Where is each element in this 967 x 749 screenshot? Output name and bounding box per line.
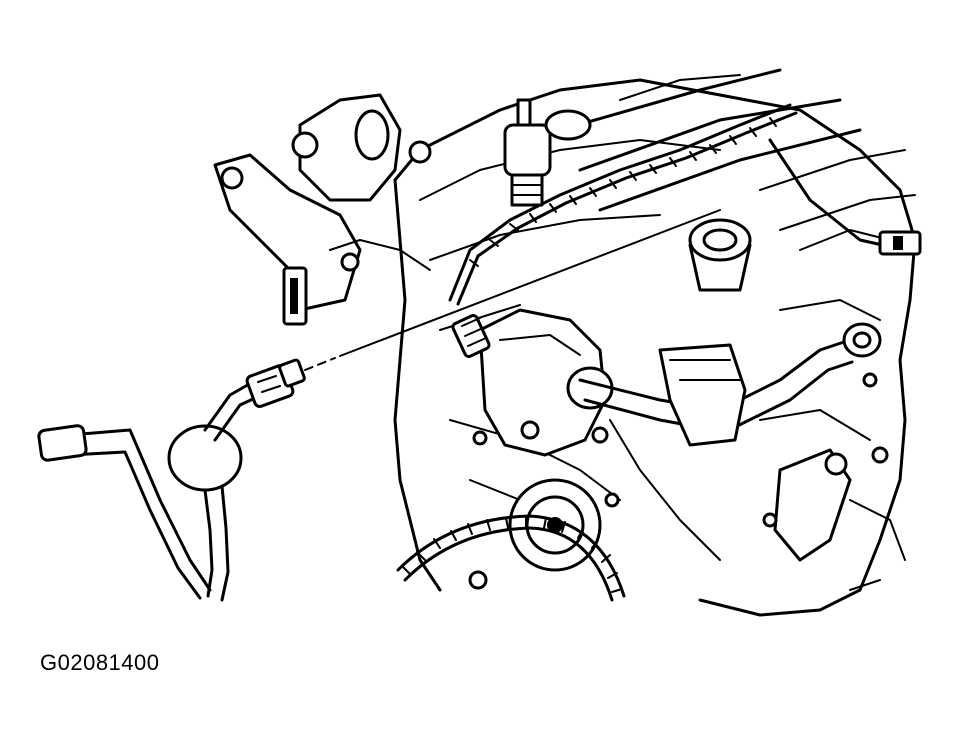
top-sensor: [503, 98, 592, 207]
crankshaft-pulley: [468, 478, 602, 590]
water-pump-housing: [478, 308, 614, 457]
bolts: [340, 140, 889, 528]
coolant-pipe: [578, 322, 882, 434]
installation-leader-line: [304, 209, 721, 371]
oil-filler-neck: [688, 218, 752, 292]
accessory-bracket: [658, 343, 747, 447]
intake-manifold: [558, 68, 916, 231]
figure-code: G02081400: [40, 650, 160, 675]
mounting-bracket: [213, 93, 431, 326]
lower-right-bracket: [773, 448, 906, 591]
sensor-port: [451, 314, 491, 358]
wiring-harness: [448, 103, 922, 306]
flywheel-ring-gear: [396, 514, 626, 602]
dipstick-tube-assembly: [37, 358, 306, 602]
